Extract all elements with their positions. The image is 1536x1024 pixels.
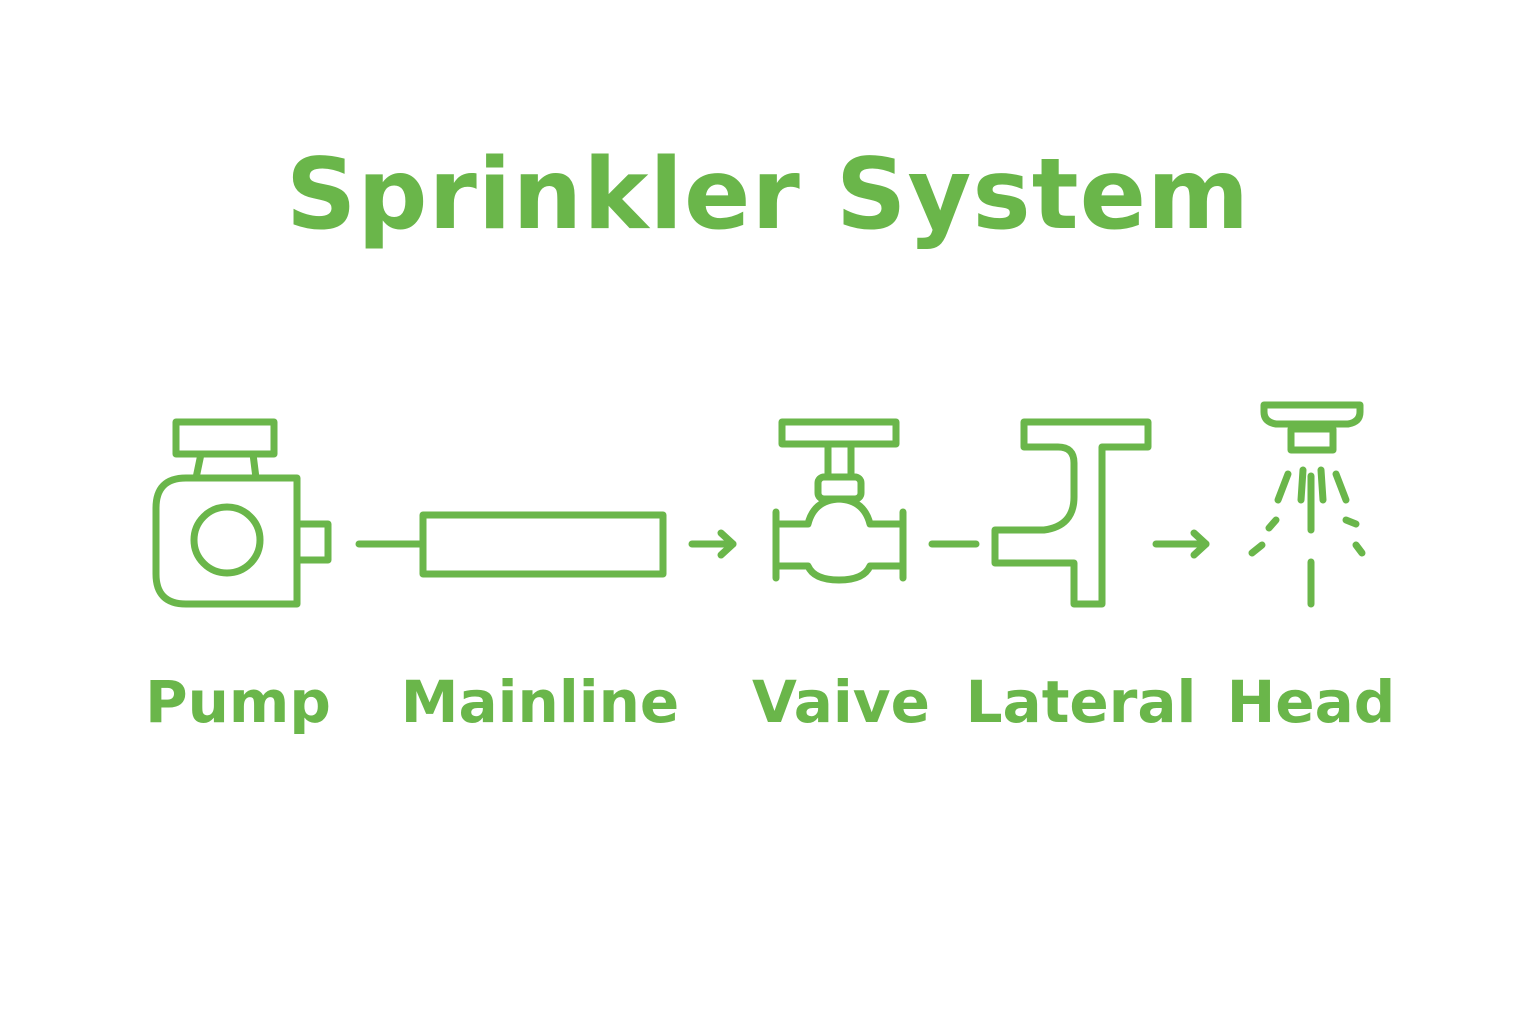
pump-icon bbox=[152, 418, 332, 608]
connector-arrow bbox=[1152, 529, 1210, 559]
stage-label-mainline: Mainline bbox=[400, 668, 680, 736]
stage-label-pump: Pump bbox=[145, 668, 331, 736]
lateral-pipe-icon bbox=[991, 418, 1152, 608]
pipe-icon bbox=[419, 511, 667, 578]
stage-label-head: Head bbox=[1226, 668, 1396, 736]
valve-icon bbox=[772, 418, 907, 584]
sprinkler-head-icon bbox=[1248, 401, 1366, 608]
connector-arrow bbox=[688, 529, 737, 559]
stage-label-lateral: Lateral bbox=[965, 668, 1197, 736]
page-title: Sprinkler System bbox=[285, 138, 1251, 252]
stage-label-valve: Vaive bbox=[752, 668, 930, 736]
